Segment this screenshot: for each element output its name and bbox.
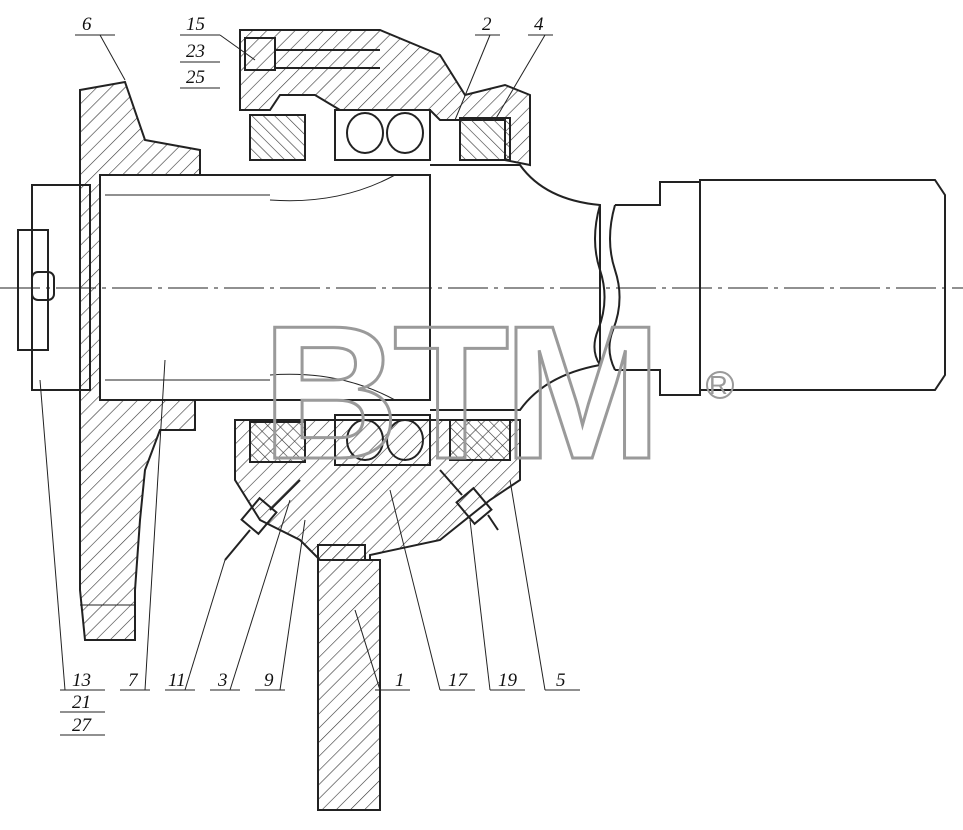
callout-15: 15 <box>186 14 205 35</box>
grease-nipple-left <box>224 479 301 561</box>
callout-13: 13 <box>72 670 91 691</box>
lower-roller-2 <box>386 419 424 461</box>
shaft-end <box>615 179 946 396</box>
callout-1: 1 <box>395 670 405 691</box>
upper-bolt-head <box>244 37 276 71</box>
leader-lines <box>39 34 580 736</box>
callout-17: 17 <box>448 670 469 691</box>
callout-2: 2 <box>482 14 492 35</box>
callout-25: 25 <box>186 67 205 88</box>
upper-seal-right <box>459 117 511 161</box>
upper-seal-left <box>249 114 306 161</box>
callout-21: 21 <box>72 692 91 713</box>
hub-bore <box>105 174 431 401</box>
lower-seal-left <box>249 421 306 463</box>
lower-roller-1 <box>346 419 384 461</box>
support-plate <box>317 544 381 811</box>
callout-27: 27 <box>72 715 93 736</box>
bore-taper <box>269 174 396 401</box>
lower-seal-right <box>449 419 511 461</box>
shaft-break <box>593 204 606 366</box>
shaft-break-2 <box>608 204 621 371</box>
upper-roller-2 <box>386 112 424 154</box>
grease-nipple-right <box>439 469 499 531</box>
lock-nut <box>31 271 55 301</box>
callout-3: 3 <box>217 670 228 691</box>
upper-roller-1 <box>346 112 384 154</box>
callout-23: 23 <box>186 41 205 62</box>
callout-4: 4 <box>534 14 544 35</box>
lower-bearing <box>334 414 431 466</box>
lower-housing <box>234 419 521 561</box>
end-cap-inner <box>17 229 49 351</box>
upper-bearing <box>334 109 431 161</box>
callout-11: 11 <box>168 670 186 691</box>
callout-9: 9 <box>264 670 274 691</box>
callout-6: 6 <box>82 14 92 35</box>
callout-19: 19 <box>498 670 518 691</box>
hub-flange <box>79 80 201 641</box>
shaft-neck <box>430 164 601 411</box>
callout-5: 5 <box>556 670 566 691</box>
callout-7: 7 <box>128 670 139 691</box>
watermark-text: BTM <box>262 287 656 499</box>
registered-circle <box>706 371 734 399</box>
registered-mark: R <box>709 370 728 400</box>
